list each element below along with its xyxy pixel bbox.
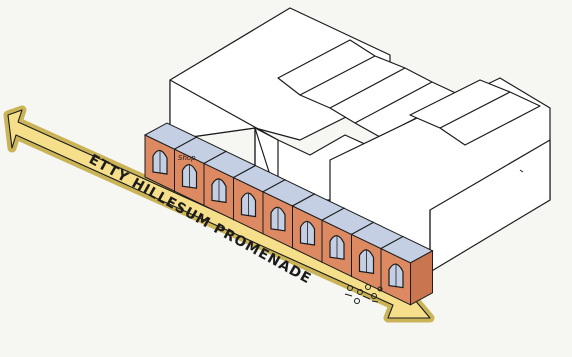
shop-label: Shop — [178, 154, 196, 162]
arcade-unit — [381, 237, 433, 305]
